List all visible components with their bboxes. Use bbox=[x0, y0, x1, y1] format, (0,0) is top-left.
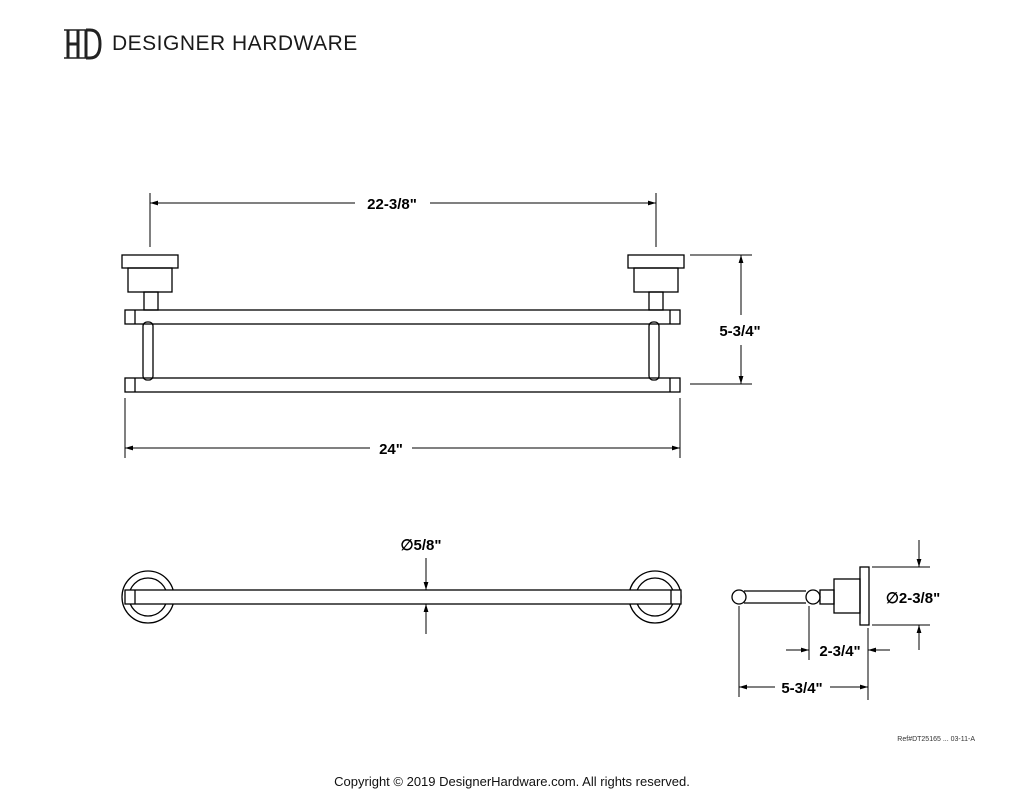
outer-projection-label: 5-3/4" bbox=[781, 680, 822, 697]
copyright-notice: Copyright © 2019 DesignerHardware.com. A… bbox=[334, 774, 690, 789]
right-connector bbox=[648, 321, 660, 381]
height-label: 5-3/4" bbox=[719, 323, 760, 340]
header: DESIGNER HARDWARE bbox=[62, 26, 358, 62]
overall-length-label: 24" bbox=[379, 441, 403, 458]
center-to-center-dimension bbox=[149, 193, 657, 247]
top-view bbox=[121, 570, 682, 624]
brand-name: DESIGNER HARDWARE bbox=[112, 32, 358, 55]
overall-length-dimension bbox=[124, 398, 681, 458]
top-view-bar bbox=[124, 589, 682, 605]
side-inner-bar bbox=[805, 589, 821, 605]
front-view bbox=[121, 254, 685, 393]
bar-diameter-label: ∅5/8" bbox=[400, 537, 441, 554]
center-to-center-label: 22-3/8" bbox=[367, 196, 417, 213]
inner-projection-dimension bbox=[786, 606, 890, 700]
inner-projection-label: 2-3/4" bbox=[819, 643, 860, 660]
flange-diameter-dimension bbox=[872, 540, 930, 650]
upper-bar bbox=[124, 309, 681, 325]
left-connector bbox=[142, 321, 154, 381]
flange-diameter-label: ∅2-3/8" bbox=[886, 590, 940, 607]
side-outer-bar bbox=[731, 589, 747, 605]
height-dimension bbox=[690, 254, 752, 385]
side-view bbox=[731, 566, 870, 626]
reference-code: Ref#DT25165 ... 03-11-A bbox=[897, 736, 975, 743]
side-flange bbox=[859, 566, 870, 626]
dh-monogram-icon bbox=[64, 28, 102, 60]
left-mount-post bbox=[121, 254, 179, 311]
lower-bar bbox=[124, 377, 681, 393]
outer-projection-dimension bbox=[738, 606, 868, 697]
right-mount-post bbox=[627, 254, 685, 311]
